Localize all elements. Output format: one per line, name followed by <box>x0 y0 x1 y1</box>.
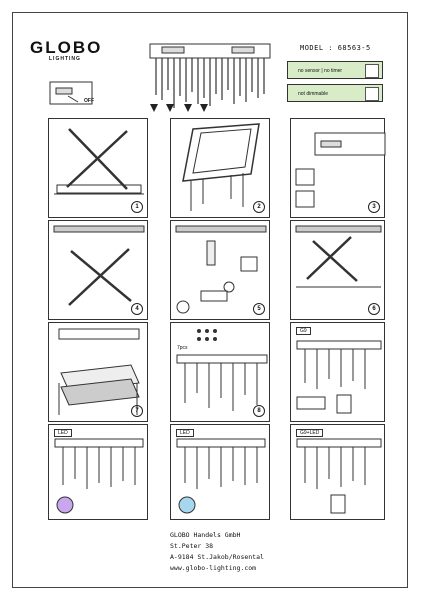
step-panel-4: 4 <box>48 220 148 320</box>
street-address: St.Peter 38 <box>170 542 214 550</box>
step-number: 4 <box>131 303 143 315</box>
panel-g9-led: G9+LED <box>290 424 385 520</box>
city-address: A-9184 St.Jakob/Rosental <box>170 553 264 561</box>
brand-logo: GLOBO <box>30 38 103 57</box>
step-panel-6: 6 <box>290 220 385 320</box>
website-link[interactable]: www.globo-lighting.com <box>170 564 257 572</box>
panel-tag: LED <box>54 429 72 437</box>
company-name: GLOBO Handels GmbH <box>170 531 241 539</box>
step-panel-3: 3 <box>290 118 386 218</box>
badge-text: not dimmable <box>298 91 329 97</box>
step-number: 2 <box>253 201 265 213</box>
step-panel-7: 7 <box>48 322 148 422</box>
step-number: 8 <box>253 405 265 417</box>
step-number: 3 <box>368 201 380 213</box>
badge-not-dimmable: not dimmable <box>287 84 383 102</box>
step-number: 7 <box>131 405 143 417</box>
pcs-label: 7pcs <box>177 345 188 351</box>
panel-tag: LED <box>176 429 194 437</box>
badge-text: no sensor | no timer <box>298 68 343 74</box>
panel-tag: G9+LED <box>296 429 324 437</box>
step-panel-1: 1 <box>48 118 148 218</box>
footer-address: GLOBO Handels GmbH St.Peter 38 A-9184 St… <box>170 530 264 574</box>
brand-sub: LIGHTING <box>49 56 81 62</box>
not-dimmable-icon <box>365 87 379 101</box>
step-panel-5: 5 <box>170 220 270 320</box>
step-panel-8: 7pcs 8 <box>170 322 270 422</box>
instruction-sheet <box>12 12 408 588</box>
model-number: MODEL : 68563-5 <box>300 44 371 52</box>
panel-tag: G9 <box>296 327 311 335</box>
sensor-timer-icon <box>365 64 379 78</box>
badge-no-sensor: no sensor | no timer <box>287 61 383 79</box>
step-number: 6 <box>368 303 380 315</box>
panel-g9: G9 <box>290 322 385 422</box>
step-number: 5 <box>253 303 265 315</box>
step-number: 1 <box>131 201 143 213</box>
off-label: OFF <box>84 98 94 104</box>
panel-led-2: LED <box>170 424 270 520</box>
step-panel-2: 2 <box>170 118 270 218</box>
panel-led-1: LED <box>48 424 148 520</box>
